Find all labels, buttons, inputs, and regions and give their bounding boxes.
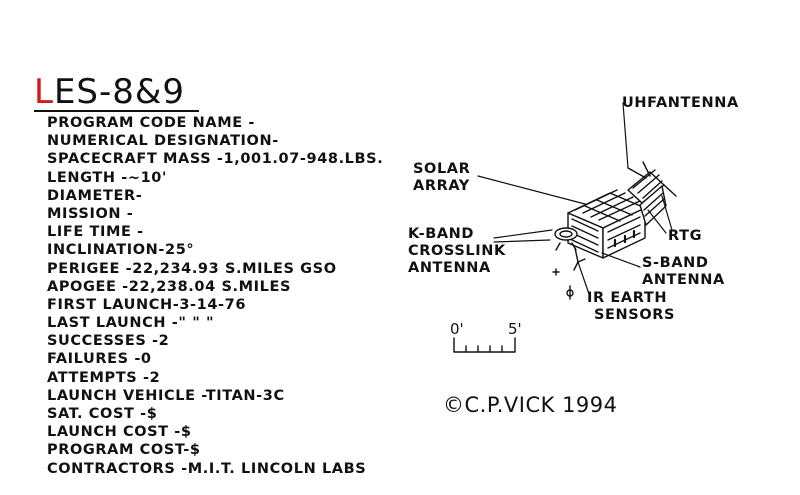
- scale-end-label: 5': [508, 320, 522, 338]
- spec-line: LAUNCH VEHICLE -TITAN-3C: [47, 387, 285, 404]
- uhf-antenna-assembly: [627, 161, 677, 226]
- label-sband-1: S-BAND: [642, 255, 709, 271]
- spec-line: APOGEE -22,238.04 S.MILES: [47, 278, 292, 295]
- spacecraft-bus: [567, 189, 646, 259]
- kband-antenna: [554, 227, 578, 251]
- spec-line: PROGRAM CODE NAME -: [47, 115, 255, 131]
- label-ir-2: SENSORS: [594, 307, 676, 323]
- title-first-letter: L: [34, 72, 54, 112]
- label-kband-3: ANTENNA: [408, 260, 491, 276]
- spec-line: MISSION -: [47, 205, 134, 222]
- sband-antenna: [552, 247, 586, 300]
- spec-line: FIRST LAUNCH-3-14-76: [47, 296, 247, 313]
- label-ir-1: IR EARTH: [587, 290, 668, 306]
- label-sband-2: ANTENNA: [642, 272, 725, 288]
- spec-line: LAUNCH COST -$: [47, 424, 192, 441]
- spec-line: LENGTH -~10': [47, 169, 167, 186]
- spec-line: LIFE TIME -: [47, 224, 144, 241]
- spec-line: PERIGEE -22,234.93 S.MILES GSO: [47, 260, 337, 277]
- spec-line: FAILURES -0: [47, 351, 152, 368]
- spec-line: SUCCESSES -2: [47, 333, 170, 350]
- diagram-title: LES-8&9: [34, 74, 185, 110]
- leader-lines: [477, 102, 673, 298]
- label-kband-2: CROSSLINK: [408, 243, 506, 259]
- title-underline: [34, 110, 199, 112]
- label-uhf-antenna: UHFANTENNA: [622, 95, 739, 111]
- spec-line: INCLINATION-25°: [47, 242, 195, 259]
- spec-line: SAT. COST -$: [47, 406, 158, 422]
- spec-list: PROGRAM CODE NAME - NUMERICAL DESIGNATIO…: [47, 114, 383, 478]
- scale-start-label: 0': [450, 320, 464, 338]
- spec-line: LAST LAUNCH -" " ": [47, 315, 215, 332]
- title-rest: ES-8&9: [53, 72, 186, 112]
- label-solar-array-2: ARRAY: [413, 178, 470, 194]
- label-rtg: RTG: [668, 228, 703, 244]
- scale-bar: [453, 337, 516, 353]
- spec-line: ATTEMPTS -2: [47, 369, 161, 386]
- copyright-text: ©C.P.VICK 1994: [443, 393, 618, 417]
- spec-line: SPACECRAFT MASS -1,001.07-948.LBS.: [47, 151, 384, 168]
- spec-line: DIAMETER-: [47, 187, 143, 204]
- spec-line: PROGRAM COST-$: [47, 442, 201, 459]
- spec-line: NUMERICAL DESIGNATION-: [47, 133, 279, 150]
- spec-line: CONTRACTORS -M.I.T. LINCOLN LABS: [47, 460, 367, 477]
- label-kband-1: K-BAND: [408, 226, 475, 242]
- label-solar-array-1: SOLAR: [413, 161, 471, 177]
